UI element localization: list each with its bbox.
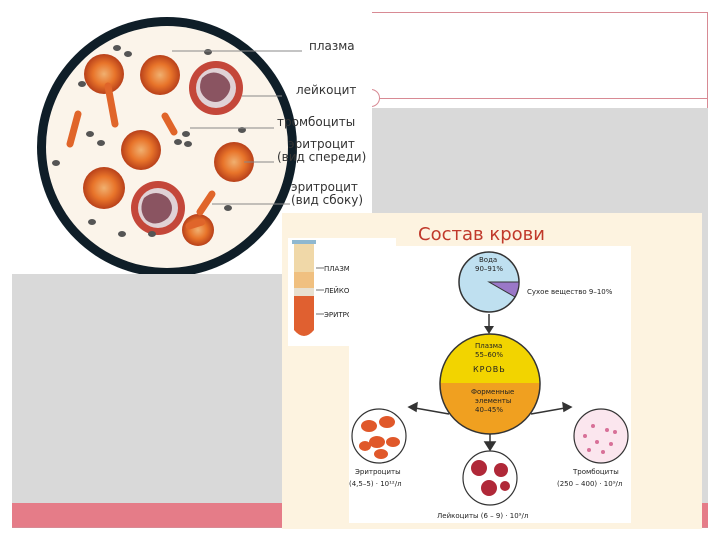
platelets-label: Тромбоциты: [573, 468, 619, 476]
tube-label-leukocytes: ЛЕЙКОЦИТЫ: [324, 287, 371, 295]
erythrocytes-front: [83, 54, 254, 246]
water-label: Вода: [479, 256, 498, 264]
label-leukocyte: лейкоцит: [296, 83, 357, 97]
plasma-percent: 55–60%: [475, 351, 503, 359]
erythrocytes-count: (4,5–5) · 10¹²/л: [349, 480, 402, 488]
tube-label-plasma: ПЛАЗМА: [324, 265, 355, 273]
label-platelets: тромбоциты: [277, 115, 356, 129]
formed-label-2: элементы: [475, 397, 512, 405]
leukocytes: [131, 61, 243, 235]
blood-composition-diagram: Вода 90–91% Сухое вещество 9–10% Плазма …: [349, 246, 631, 523]
plasma-label: Плазма: [475, 342, 503, 350]
composition-scheme-drawing: [351, 251, 629, 506]
slide-title: Состав крови: [418, 224, 545, 245]
platelets-count: (250 – 400) · 10⁹/л: [557, 480, 623, 488]
label-side-view: (вид сбоку): [291, 193, 364, 207]
platelets-cluster: [573, 408, 629, 464]
dry-matter-slice: [487, 281, 520, 298]
blood-smear-drawing: [37, 17, 302, 274]
label-erythrocyte-front: эритроцит: [288, 137, 355, 151]
leukocytes-cluster: [462, 450, 518, 506]
label-plasma: плазма: [309, 39, 355, 53]
label-erythrocyte-side: эритроцит: [291, 180, 358, 194]
formed-label-1: Форменные: [471, 388, 515, 396]
leader-lines: [172, 50, 302, 205]
water-percent: 90–91%: [475, 265, 503, 273]
dry-matter-label: Сухое вещество 9–10%: [527, 288, 613, 296]
leukocytes-count: Лейкоциты (6 – 9) · 10⁹/л: [437, 512, 529, 520]
erythrocytes-label: Эритроциты: [355, 468, 401, 476]
erythrocytes-side: [66, 82, 216, 230]
tube-label-erythrocytes: ЭРИТРОЦИТЫ: [324, 311, 373, 319]
label-front-view: (вид спереди): [277, 150, 367, 164]
test-tube-drawing: [292, 240, 324, 336]
formed-percent: 40–45%: [475, 406, 503, 414]
title-divider-line: [372, 98, 707, 99]
blood-label: КРОВЬ: [473, 365, 506, 374]
